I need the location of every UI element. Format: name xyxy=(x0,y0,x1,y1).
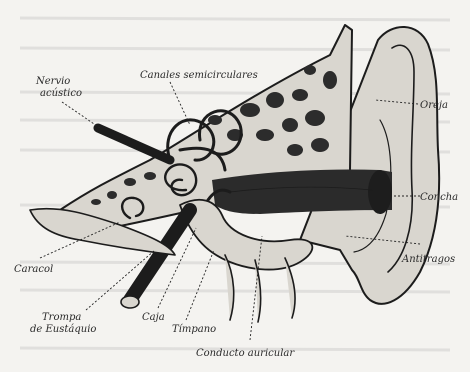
label-concha: Concha xyxy=(420,192,458,203)
label-de-eustaquio: de Eustáquio xyxy=(30,324,96,335)
label-caja: Caja xyxy=(142,312,165,323)
lower-tissue xyxy=(30,209,295,322)
label-trompa: Trompa xyxy=(42,312,81,323)
eustachian-tube xyxy=(121,210,190,308)
label-oreja: Oreja xyxy=(420,100,448,111)
ear-canal xyxy=(212,169,392,214)
label-conducto-auricular: Conducto auricular xyxy=(196,348,295,359)
label-acustico: acústico xyxy=(40,88,82,99)
label-caracol: Caracol xyxy=(14,264,53,275)
acoustic-nerve xyxy=(98,128,170,160)
label-timpano: Tímpano xyxy=(172,324,216,335)
label-canales-semicirculares: Canales semicirculares xyxy=(140,70,258,81)
label-antitragos: Antitragos xyxy=(401,254,455,265)
label-nervio: Nervio xyxy=(35,76,70,87)
